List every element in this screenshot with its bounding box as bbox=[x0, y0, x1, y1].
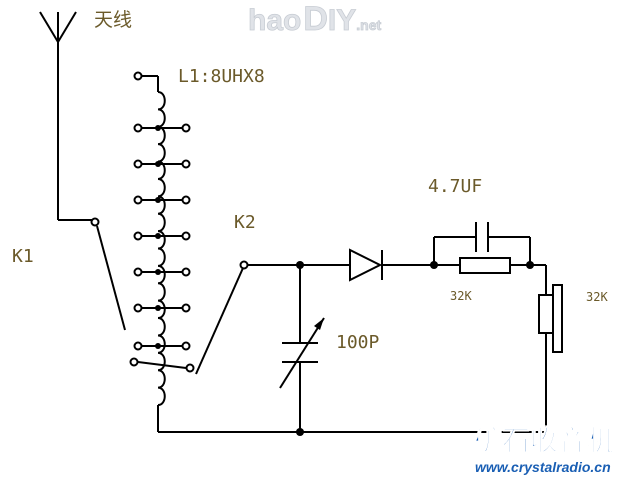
tap-contact bbox=[133, 159, 143, 169]
switch-k1 bbox=[90, 217, 126, 331]
tap-contact bbox=[129, 357, 139, 367]
haodiy-watermark: haoDIY.net bbox=[248, 0, 382, 38]
coil-l1 bbox=[129, 71, 195, 432]
tap-contact bbox=[181, 341, 191, 351]
tap-contact bbox=[133, 303, 143, 313]
svg-text:haoDIY.net: haoDIY.net bbox=[248, 0, 381, 38]
antenna-label: 天线 bbox=[94, 9, 132, 31]
tap-junction bbox=[155, 125, 161, 131]
tap-contact bbox=[181, 123, 191, 133]
capacitor-4-7uf bbox=[433, 222, 531, 265]
variable-capacitor bbox=[279, 265, 325, 432]
resistor-label: 32K bbox=[450, 289, 472, 303]
earphone-label: 32K bbox=[586, 290, 608, 304]
tap-contact bbox=[181, 195, 191, 205]
tap-contact bbox=[133, 231, 143, 241]
tap-junction bbox=[155, 269, 161, 275]
tap-contact bbox=[133, 195, 143, 205]
site-cn-name: 矿石收音机 bbox=[474, 424, 614, 457]
tap-junction bbox=[155, 343, 161, 349]
tap-junction bbox=[155, 197, 161, 203]
diode bbox=[349, 248, 434, 282]
tap-contact bbox=[181, 267, 191, 277]
varcap-label: 100P bbox=[336, 332, 380, 353]
earphone bbox=[538, 265, 563, 432]
coil-tap bbox=[137, 361, 187, 369]
tap-junction bbox=[155, 305, 161, 311]
tap-contact bbox=[181, 159, 191, 169]
resistor-32k bbox=[434, 257, 546, 274]
k1-label: K1 bbox=[12, 246, 34, 267]
tap-contact bbox=[181, 303, 191, 313]
capacitor-label: 4.7UF bbox=[428, 176, 482, 197]
tap-contact bbox=[185, 363, 195, 373]
tap-contact bbox=[133, 341, 143, 351]
site-url: www.crystalradio.cn bbox=[475, 459, 611, 475]
tap-contact bbox=[181, 231, 191, 241]
k2-label: K2 bbox=[234, 212, 256, 233]
crystalradio-watermark: 矿石收音机 www.crystalradio.cn bbox=[474, 424, 615, 476]
tap-junction bbox=[155, 161, 161, 167]
junction-dot bbox=[526, 261, 534, 269]
tap-contact bbox=[133, 123, 143, 133]
antenna-symbol bbox=[39, 11, 92, 221]
tap-junction bbox=[155, 233, 161, 239]
switch-k2 bbox=[195, 260, 249, 375]
tap-contact bbox=[133, 267, 143, 277]
coil-label: L1:8UHX8 bbox=[178, 66, 265, 87]
